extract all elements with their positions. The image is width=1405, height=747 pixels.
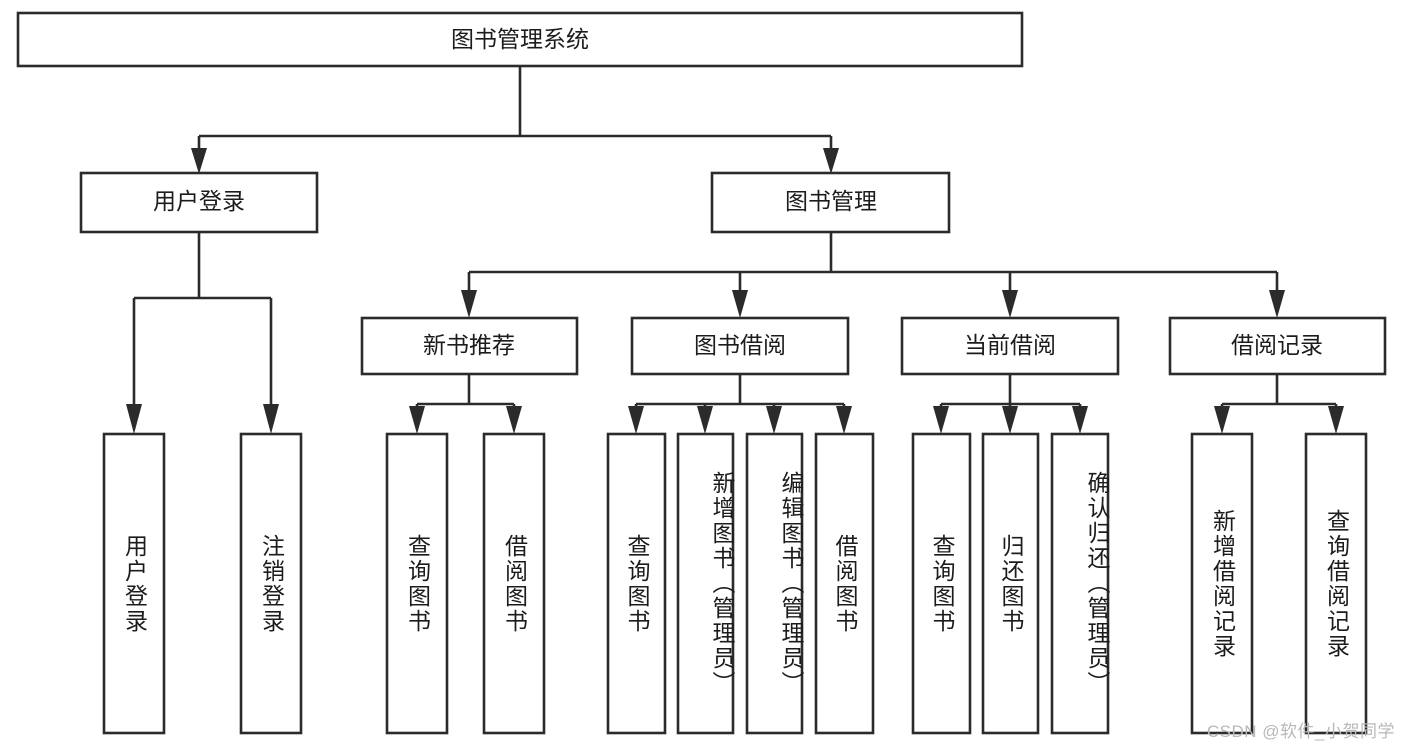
leaf-box-book-borrow-4[interactable]	[814, 432, 875, 735]
leaf-box-new-book-1[interactable]	[385, 432, 449, 735]
connector-layer	[126, 66, 1344, 434]
leaf-box-book-borrow-2[interactable]	[676, 432, 735, 735]
arrow-book-borrow-leaf-2	[697, 406, 713, 434]
arrow-to-current-borrow	[1002, 290, 1018, 318]
leaf-box-user-login-2[interactable]	[239, 432, 303, 735]
arrow-book-borrow-leaf-1	[628, 406, 644, 434]
node-current-borrow-label: 当前借阅	[964, 332, 1056, 358]
node-new-book-recommend-box[interactable]	[360, 316, 579, 376]
arrow-new-book-leaf-1	[409, 406, 425, 434]
node-book-manage-label: 图书管理	[785, 188, 877, 214]
node-borrow-record-box[interactable]	[1168, 316, 1387, 376]
leaf-box-new-book-2[interactable]	[482, 432, 546, 735]
arrow-borrow-record-leaf-1	[1214, 406, 1230, 434]
arrow-book-borrow-leaf-4	[836, 406, 852, 434]
arrow-user-login-leaf-1	[126, 404, 142, 434]
leaf-box-book-borrow-1[interactable]	[606, 432, 667, 735]
node-user-login-box[interactable]	[79, 171, 319, 234]
node-root-box[interactable]	[16, 11, 1024, 68]
arrow-root-to-book-manage	[823, 148, 839, 174]
leaf-box-book-borrow-3[interactable]	[745, 432, 804, 735]
node-new-book-recommend-label: 新书推荐	[423, 332, 515, 358]
node-book-borrow-box[interactable]	[630, 316, 850, 376]
leaf-box-current-borrow-2[interactable]	[981, 432, 1040, 735]
arrow-to-borrow-record	[1269, 290, 1285, 318]
arrow-user-login-leaf-2	[263, 404, 279, 434]
leaf-box-current-borrow-1[interactable]	[911, 432, 972, 735]
leaf-box-borrow-record-2[interactable]	[1304, 432, 1368, 735]
node-borrow-record-label: 借阅记录	[1231, 332, 1323, 358]
arrow-current-borrow-leaf-1	[933, 406, 949, 434]
leaf-box-user-login-1[interactable]	[102, 432, 166, 735]
csdn-watermark: CSDN @软件_小贺同学	[1206, 722, 1395, 741]
leaf-box-current-borrow-3[interactable]	[1050, 432, 1110, 735]
arrow-root-to-user-login	[191, 148, 207, 174]
arrow-current-borrow-leaf-2	[1002, 406, 1018, 434]
arrow-borrow-record-leaf-2	[1328, 406, 1344, 434]
node-root-label: 图书管理系统	[451, 26, 589, 52]
node-book-manage-box[interactable]	[710, 171, 951, 234]
arrow-to-book-borrow	[732, 290, 748, 318]
arrow-to-new-book-recommend	[461, 290, 477, 318]
node-user-login-label: 用户登录	[153, 188, 245, 214]
arrow-new-book-leaf-2	[506, 406, 522, 434]
node-current-borrow-box[interactable]	[900, 316, 1120, 376]
leaf-box-borrow-record-1[interactable]	[1190, 432, 1254, 735]
arrow-current-borrow-leaf-3	[1072, 406, 1088, 434]
node-box-layer: 图书管理系统 用户登录 图书管理 新书推荐 图书借阅 当前借阅 借阅记录	[16, 11, 1387, 735]
node-book-borrow-label: 图书借阅	[694, 332, 786, 358]
arrow-book-borrow-leaf-3	[766, 406, 782, 434]
